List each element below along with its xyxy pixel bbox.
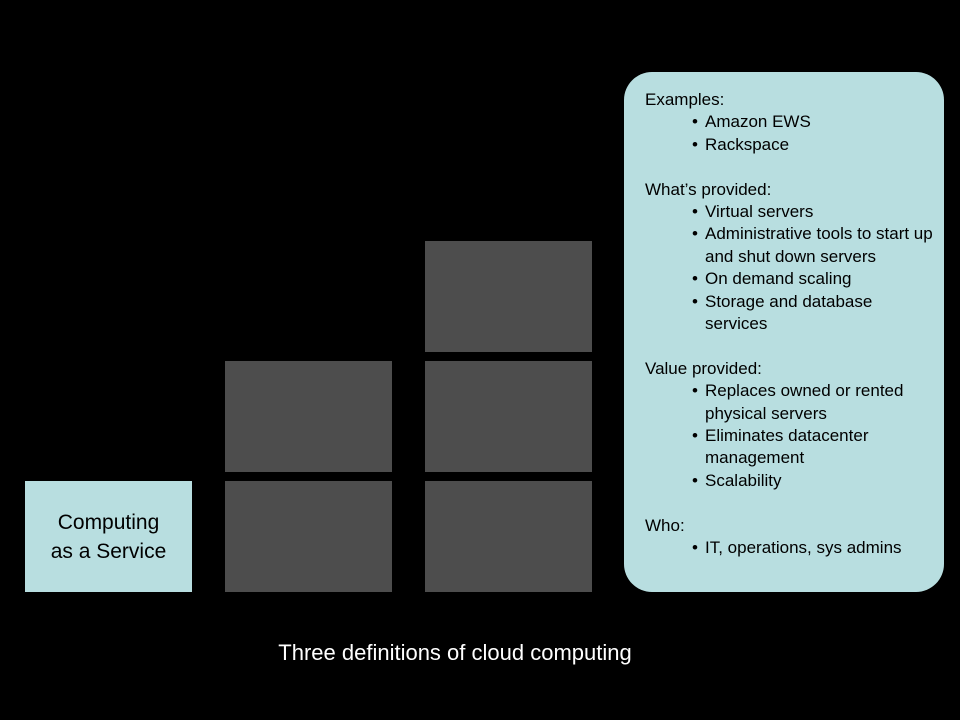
block-label-line2: as a Service <box>50 539 167 563</box>
bullet-icon: • <box>692 381 698 401</box>
bullet-icon: • <box>692 538 698 558</box>
info-section: What’s provided: • Virtual servers • Adminis… <box>645 179 934 336</box>
section-item: • Virtual servers <box>645 201 934 223</box>
computing-as-a-service-block: Computing as a Service <box>25 481 192 592</box>
block-label-line1: Computing <box>57 510 160 534</box>
bullet-icon: • <box>692 134 698 154</box>
section-item-text: Storage and database services <box>705 291 873 334</box>
section-item: • Amazon EWS <box>645 111 934 133</box>
section-item-list: • Amazon EWS • Rackspace <box>645 111 934 156</box>
bullet-icon: • <box>692 224 698 244</box>
info-section: Value provided: • Replaces owned or rented… <box>645 358 934 492</box>
section-item-text: Replaces owned or rented physical server… <box>705 381 904 423</box>
step-block-row2-col2 <box>225 361 392 472</box>
section-item-list: • Virtual servers • Administrative tools to… <box>645 201 934 335</box>
section-heading: Value provided: <box>645 358 762 378</box>
section-item-list: • IT, operations, sys admins <box>645 537 934 559</box>
section-item-text: Administrative tools to start up and shu… <box>705 224 933 266</box>
section-item-text: Eliminates datacenter management <box>705 426 869 468</box>
bullet-icon: • <box>692 426 698 446</box>
section-item-list: • Replaces owned or rented physical serve… <box>645 380 934 492</box>
block-label: Computing as a Service <box>51 508 167 566</box>
section-item: • Storage and database services <box>645 291 934 336</box>
bullet-icon: • <box>692 291 698 311</box>
section-item-text: Scalability <box>705 470 782 490</box>
section-item: • IT, operations, sys admins <box>645 537 934 559</box>
section-item: • Scalability <box>645 470 934 492</box>
step-block-row2-col3 <box>425 361 592 472</box>
bullet-icon: • <box>692 269 698 289</box>
section-item-text: Amazon EWS <box>705 112 811 132</box>
section-item-text: On demand scaling <box>705 269 852 289</box>
info-section: Who: • IT, operations, sys admins <box>645 515 934 560</box>
section-item: • Replaces owned or rented physical serve… <box>645 380 934 425</box>
section-item-text: IT, operations, sys admins <box>705 538 902 558</box>
bullet-icon: • <box>692 112 698 132</box>
step-block-row3-col3 <box>425 241 592 352</box>
section-item: • Administrative tools to start up and sh… <box>645 223 934 268</box>
section-heading: What’s provided: <box>645 179 772 199</box>
section-heading: Who: <box>645 515 685 535</box>
diagram-caption: Three definitions of cloud computing <box>278 640 632 665</box>
section-item-text: Rackspace <box>705 134 790 154</box>
section-item: • On demand scaling <box>645 268 934 290</box>
bullet-icon: • <box>692 470 698 490</box>
section-item: • Eliminates datacenter management <box>645 425 934 470</box>
step-block-row1-col3 <box>425 481 592 592</box>
step-block-row1-col2 <box>225 481 392 592</box>
section-item: • Rackspace <box>645 134 934 156</box>
section-heading: Examples: <box>645 90 725 109</box>
bullet-icon: • <box>692 202 698 222</box>
info-section: Examples: • Amazon EWS • Rackspace <box>645 89 934 156</box>
section-item-text: Virtual servers <box>705 202 814 222</box>
